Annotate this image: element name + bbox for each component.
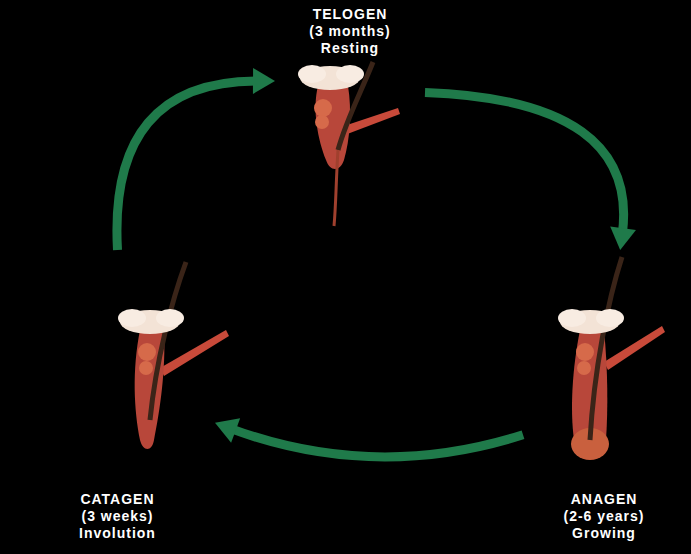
stage-duration: (3 weeks) — [20, 508, 215, 525]
catagen-stage: CATAGEN(3 weeks)Involution — [20, 250, 215, 548]
stage-duration: (2-6 years) — [523, 508, 685, 525]
cycle-arrow — [215, 418, 523, 457]
cycle-arrow — [117, 68, 275, 250]
cycle-arrow — [425, 92, 636, 250]
stage-label: TELOGEN(3 months)Resting — [275, 6, 425, 57]
stage-label: CATAGEN(3 weeks)Involution — [20, 491, 215, 542]
catagen-follicle — [118, 262, 229, 449]
anagen-follicle — [558, 257, 665, 460]
telogen-follicle — [298, 62, 400, 226]
stage-description: Growing — [523, 525, 685, 542]
stage-description: Involution — [20, 525, 215, 542]
stage-description: Resting — [275, 40, 425, 57]
stage-name: ANAGEN — [523, 491, 685, 508]
arrow-line — [117, 81, 259, 250]
arrow-head — [610, 226, 636, 250]
stage-name: TELOGEN — [275, 6, 425, 23]
stage-label: ANAGEN(2-6 years)Growing — [523, 491, 685, 542]
arrow-line — [425, 92, 624, 234]
arrow-line — [230, 428, 523, 456]
telogen-stage: TELOGEN(3 months)Resting — [275, 2, 425, 228]
anagen-stage: ANAGEN(2-6 years)Growing — [523, 250, 685, 548]
stage-duration: (3 months) — [275, 23, 425, 40]
arrow-head — [215, 418, 240, 442]
stage-name: CATAGEN — [20, 491, 215, 508]
arrow-head — [253, 68, 275, 94]
